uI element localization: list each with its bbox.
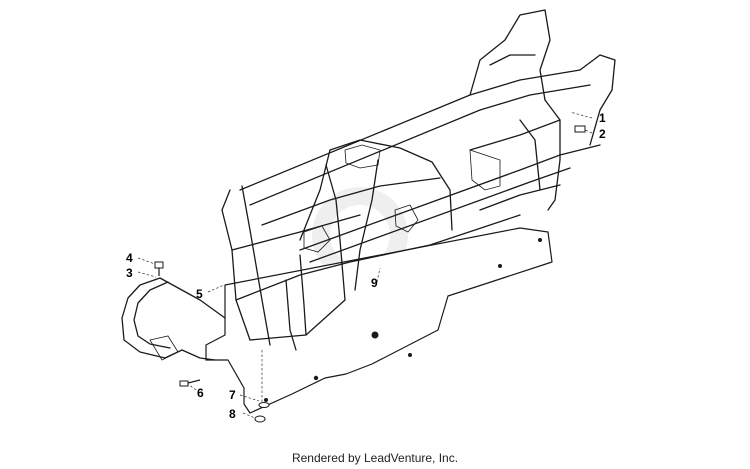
skid-plate-hole — [313, 375, 319, 381]
plug-2 — [574, 125, 586, 133]
leader-2 — [584, 129, 593, 134]
main-frame — [221, 9, 616, 351]
skid-plate-hole — [498, 264, 502, 268]
skid-plate-hole — [371, 331, 379, 339]
callout-7: 7 — [229, 388, 236, 402]
leader-6 — [187, 383, 197, 391]
washer-8 — [254, 415, 266, 423]
front-bumper — [121, 277, 226, 361]
skid-plate-hole — [408, 353, 412, 357]
callout-6: 6 — [197, 386, 204, 400]
leader-5 — [207, 284, 225, 293]
footer-credit: Rendered by LeadVenture, Inc. — [291, 451, 459, 465]
skid-plate — [205, 227, 553, 414]
callout-3: 3 — [126, 266, 133, 280]
leader-3 — [137, 271, 157, 278]
skid-plate-hole — [264, 398, 268, 402]
callout-9: 9 — [371, 276, 378, 290]
leader-1 — [569, 111, 593, 119]
leader-9 — [376, 267, 381, 283]
grommet-7 — [258, 402, 270, 408]
callout-1: 1 — [599, 111, 606, 125]
bolt-4 — [154, 261, 164, 276]
skid-plate-hole — [538, 238, 542, 242]
bolt-6 — [179, 379, 201, 387]
callout-2: 2 — [599, 127, 606, 141]
callout-5: 5 — [196, 287, 203, 301]
leader-4 — [137, 257, 156, 265]
leader-8 — [242, 412, 256, 419]
callout-4: 4 — [126, 251, 133, 265]
callout-8: 8 — [229, 407, 236, 421]
leader-7 — [239, 394, 260, 402]
